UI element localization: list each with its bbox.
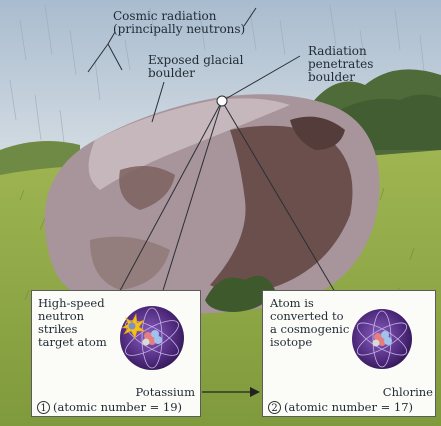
impact-point (217, 96, 227, 106)
potassium-label: Potassium (136, 386, 195, 399)
chlorine-label: Chlorine (383, 386, 433, 399)
step-1-description: High-speed neutron strikes target atom (38, 297, 107, 349)
step-1-element: Potassium (136, 386, 195, 399)
step-1-number: 1 (37, 401, 50, 414)
radiation-penetrates-label: Radiation penetrates boulder (308, 45, 373, 84)
step-2-number: 2 (268, 401, 281, 414)
step-1-atomic-number: 1(atomic number = 19) (37, 401, 182, 414)
chlorine-atom-icon (346, 303, 418, 375)
step-2-description: Atom is converted to a cosmogenic isotop… (270, 297, 349, 349)
cosmic-radiation-label: Cosmic radiation (principally neutrons) (113, 10, 245, 36)
potassium-atom-icon (112, 296, 192, 376)
exposed-boulder-label: Exposed glacial boulder (148, 54, 243, 80)
step-2-atomic-number: 2(atomic number = 17) (268, 401, 413, 414)
step-2-element: Chlorine (383, 386, 433, 399)
